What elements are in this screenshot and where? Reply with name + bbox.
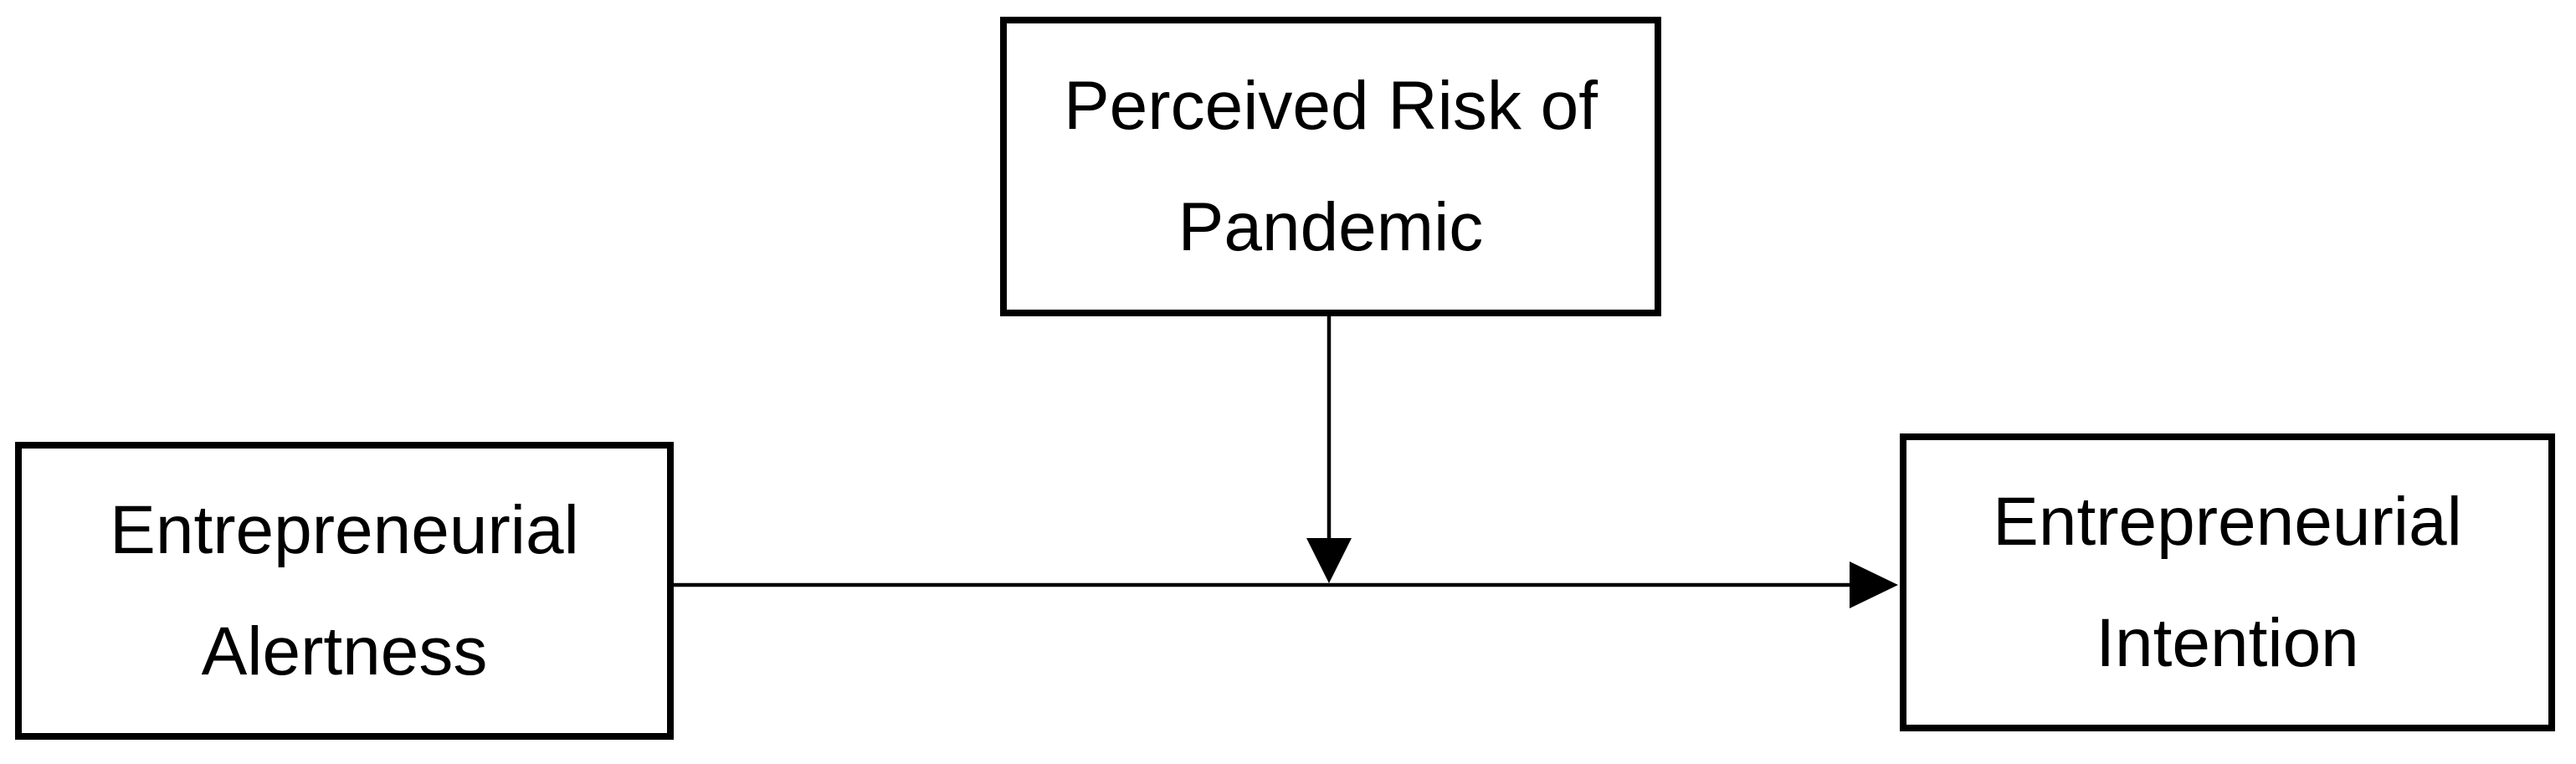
- box-label-line: Intention: [2096, 605, 2359, 681]
- box-entrepreneurial-intention: Entrepreneurial Intention: [1900, 433, 2555, 731]
- moderation-arrowhead: [1306, 538, 1352, 583]
- direct-effect-arrowhead: [1850, 561, 1898, 608]
- box-label-line: Alertness: [201, 613, 488, 690]
- box-label-line: Perceived Risk of: [1063, 68, 1598, 144]
- box-perceived-risk-of-pandemic: Perceived Risk of Pandemic: [1000, 17, 1661, 316]
- box-label-line: Pandemic: [1178, 189, 1484, 265]
- box-label-line: Entrepreneurial: [110, 492, 579, 568]
- box-label-line: Entrepreneurial: [1993, 484, 2462, 560]
- box-entrepreneurial-alertness: Entrepreneurial Alertness: [15, 442, 674, 740]
